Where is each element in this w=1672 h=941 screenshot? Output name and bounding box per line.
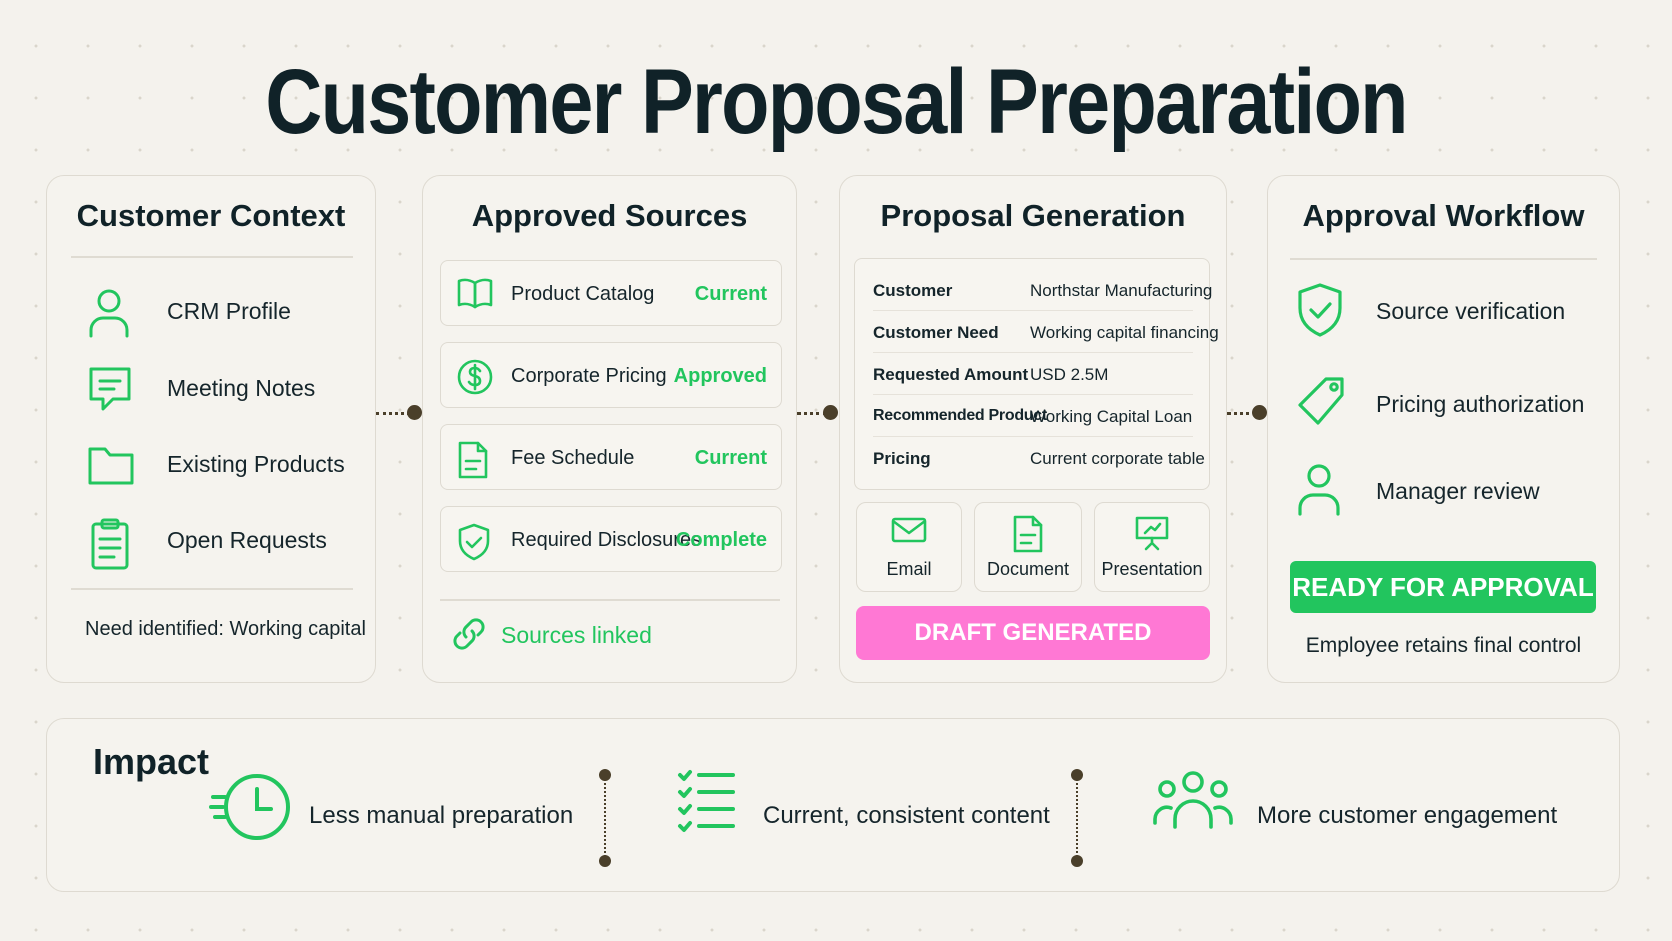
format-label: Email bbox=[886, 559, 932, 579]
impact-label: Less manual preparation bbox=[309, 802, 574, 829]
format-document-button[interactable]: Document bbox=[974, 502, 1082, 592]
user-icon bbox=[1296, 462, 1342, 516]
approved-sources-card: Approved Sources Product Catalog Current… bbox=[422, 175, 797, 683]
dollar-icon bbox=[457, 359, 493, 395]
list-item-label: Open Requests bbox=[167, 527, 327, 553]
source-label: Required Disclosures bbox=[511, 529, 702, 551]
divider bbox=[71, 256, 353, 258]
source-label: Corporate Pricing bbox=[511, 365, 667, 387]
table-row: Customer Need Working capital financing bbox=[873, 311, 1219, 353]
ready-for-approval-badge: READY FOR APPROVAL bbox=[1290, 561, 1596, 613]
table-row: Requested Amount USD 2.5M bbox=[873, 353, 1193, 395]
impact-item-more-customer-engagement: More customer engagement bbox=[1153, 767, 1557, 857]
list-item-meeting-notes[interactable]: Meeting Notes bbox=[47, 359, 375, 419]
list-item-label: CRM Profile bbox=[167, 298, 291, 324]
approval-step-label: Manager review bbox=[1376, 478, 1540, 504]
clipboard-icon bbox=[87, 517, 133, 571]
presentation-icon bbox=[1134, 515, 1170, 551]
table-row: Recommended Product Working Capital Loan bbox=[873, 395, 1193, 437]
approval-workflow-card: Approval Workflow Source verification Pr… bbox=[1267, 175, 1620, 683]
source-item-required-disclosures[interactable]: Required Disclosures Complete bbox=[440, 506, 782, 572]
format-label: Document bbox=[986, 559, 1070, 579]
row-key: Customer bbox=[873, 281, 953, 300]
row-value: Working capital financing bbox=[1030, 323, 1219, 342]
impact-item-current-consistent-content: Current, consistent content bbox=[677, 767, 1050, 857]
row-key: Requested Amount bbox=[873, 365, 1029, 384]
status-badge: Complete bbox=[675, 529, 767, 551]
tag-icon bbox=[1296, 375, 1348, 431]
shield-check-icon bbox=[1296, 282, 1344, 338]
source-item-fee-schedule[interactable]: Fee Schedule Current bbox=[440, 424, 782, 490]
card-title: Customer Context bbox=[76, 198, 346, 233]
separator bbox=[1071, 769, 1083, 867]
flow-connector bbox=[376, 405, 422, 421]
divider bbox=[71, 588, 353, 590]
card-title: Approved Sources bbox=[471, 198, 748, 233]
user-icon bbox=[87, 288, 131, 338]
approval-step-pricing-authorization[interactable]: Pricing authorization bbox=[1268, 369, 1619, 439]
table-row: Pricing Current corporate table bbox=[873, 437, 1205, 479]
sources-linked-label: Sources linked bbox=[501, 622, 652, 648]
list-item-label: Meeting Notes bbox=[167, 375, 316, 401]
flow-connector bbox=[797, 405, 839, 421]
row-key: Pricing bbox=[873, 449, 931, 468]
separator bbox=[599, 769, 611, 867]
source-label: Fee Schedule bbox=[511, 447, 635, 469]
source-item-corporate-pricing[interactable]: Corporate Pricing Approved bbox=[440, 342, 782, 408]
checklist-icon bbox=[677, 767, 737, 833]
need-identified-text: Need identified: Working capital bbox=[85, 618, 366, 640]
row-key: Recommended Product bbox=[873, 407, 1047, 424]
row-value: USD 2.5M bbox=[1030, 365, 1109, 384]
page-title: Customer Proposal Preparation bbox=[265, 51, 1408, 153]
list-item-crm-profile[interactable]: CRM Profile bbox=[47, 282, 375, 342]
list-item-existing-products[interactable]: Existing Products bbox=[47, 435, 375, 495]
document-icon bbox=[457, 441, 489, 479]
document-icon bbox=[1012, 515, 1044, 553]
format-presentation-button[interactable]: Presentation bbox=[1094, 502, 1210, 592]
group-icon bbox=[1153, 767, 1233, 833]
impact-label: Current, consistent content bbox=[763, 802, 1050, 829]
status-badge: Current bbox=[694, 283, 767, 305]
approval-step-manager-review[interactable]: Manager review bbox=[1268, 456, 1619, 526]
impact-panel: Impact Less manual preparation Current, … bbox=[46, 718, 1620, 892]
status-badge: Approved bbox=[673, 365, 767, 387]
folder-icon bbox=[87, 441, 135, 487]
approval-step-label: Pricing authorization bbox=[1376, 391, 1585, 417]
card-title: Proposal Generation bbox=[880, 198, 1186, 233]
card-title: Approval Workflow bbox=[1302, 198, 1585, 233]
format-email-button[interactable]: Email bbox=[856, 502, 962, 592]
draft-generated-badge: DRAFT GENERATED bbox=[856, 606, 1210, 660]
row-key: Customer Need bbox=[873, 323, 999, 342]
row-value: Northstar Manufacturing bbox=[1030, 281, 1213, 300]
divider bbox=[1290, 258, 1597, 260]
source-item-product-catalog[interactable]: Product Catalog Current bbox=[440, 260, 782, 326]
link-icon bbox=[451, 616, 487, 652]
approval-step-source-verification[interactable]: Source verification bbox=[1268, 276, 1619, 346]
row-value: Working Capital Loan bbox=[1030, 407, 1193, 426]
list-item-open-requests[interactable]: Open Requests bbox=[47, 511, 375, 571]
customer-context-card: Customer Context CRM Profile Meeting Not… bbox=[46, 175, 376, 683]
source-label: Product Catalog bbox=[511, 283, 655, 305]
message-icon bbox=[87, 365, 133, 415]
list-item-label: Existing Products bbox=[167, 451, 345, 477]
shield-check-icon bbox=[457, 523, 491, 561]
final-control-text: Employee retains final control bbox=[1305, 634, 1582, 657]
format-label: Presentation bbox=[1101, 559, 1203, 579]
row-value: Current corporate table bbox=[1030, 449, 1205, 468]
mail-icon bbox=[891, 515, 927, 545]
proposal-summary-table: Customer Northstar Manufacturing Custome… bbox=[854, 258, 1219, 490]
table-row: Customer Northstar Manufacturing bbox=[873, 269, 1212, 311]
divider bbox=[440, 599, 780, 601]
clock-fast-icon bbox=[209, 767, 293, 847]
impact-title: Impact bbox=[93, 741, 210, 782]
proposal-generation-card: Proposal Generation Customer Northstar M… bbox=[839, 175, 1227, 683]
book-icon bbox=[457, 277, 493, 309]
status-badge: Current bbox=[694, 447, 767, 469]
impact-item-less-manual-preparation: Less manual preparation bbox=[209, 767, 573, 857]
approval-step-label: Source verification bbox=[1376, 298, 1566, 324]
flow-connector bbox=[1227, 405, 1267, 421]
impact-label: More customer engagement bbox=[1257, 802, 1558, 829]
